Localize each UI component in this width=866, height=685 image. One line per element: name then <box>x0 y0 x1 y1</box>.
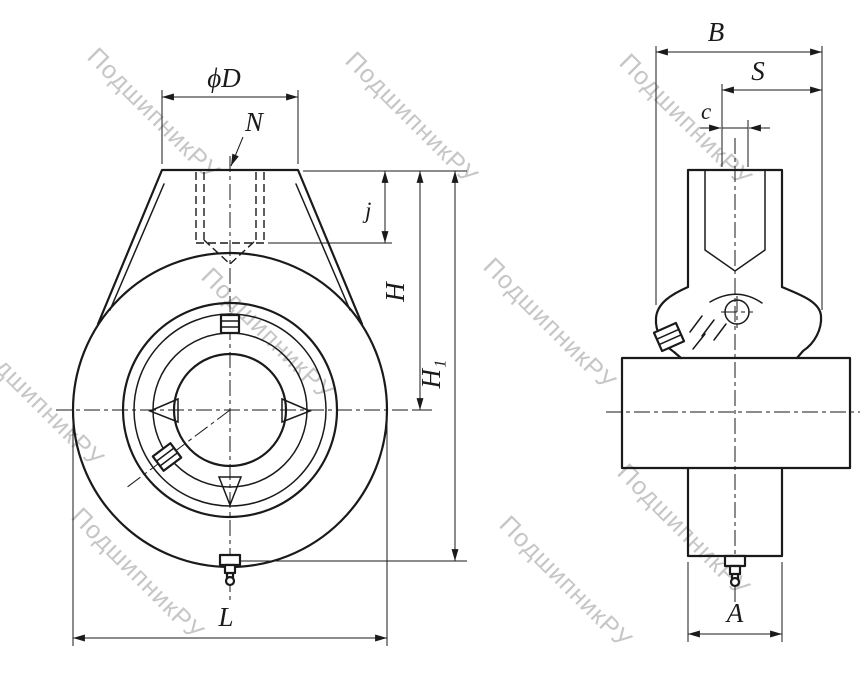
watermark-text: ПодшипникРУ <box>478 252 622 396</box>
bearing-seat-circle <box>121 301 339 519</box>
dim-label-c: c <box>701 99 711 124</box>
watermark-text: ПодшипникРУ <box>0 329 109 473</box>
grease-fitting-tip <box>729 576 741 588</box>
dim-b: B <box>656 17 822 56</box>
housing-right-profile <box>780 285 823 360</box>
dim-s: S <box>722 56 822 94</box>
dim-a: A <box>688 598 782 638</box>
side-centerlines <box>606 138 860 602</box>
set-screw-threads <box>656 328 682 346</box>
dim-n: N <box>230 107 265 167</box>
dim-label-b: B <box>708 17 725 47</box>
leader-line <box>230 136 244 167</box>
dim-label-phi-d: ϕD <box>207 63 241 93</box>
grease-fitting-front <box>218 553 242 587</box>
watermarks: ПодшипникРУ ПодшипникРУ ПодшипникРУ Подш… <box>0 42 757 654</box>
watermark-text: ПодшипникРУ <box>340 46 484 190</box>
grease-fitting-tip <box>224 575 236 587</box>
dim-label-a: A <box>725 598 744 628</box>
front-view: ϕD N j H H₁ L <box>56 63 467 646</box>
dim-phi-d: ϕD <box>162 63 298 101</box>
set-screw-threads <box>155 447 179 467</box>
dim-label-h: H <box>380 281 410 303</box>
side-view: B S c A <box>606 17 860 642</box>
front-centerlines <box>56 156 410 600</box>
set-screw-body <box>652 321 686 353</box>
hanger-inner-walls <box>109 183 351 311</box>
side-extension-lines <box>655 46 823 642</box>
dim-c: c <box>700 99 770 132</box>
shaft <box>620 356 852 470</box>
dim-label-h1: H₁ <box>416 360 446 390</box>
dim-j: j <box>362 171 389 243</box>
thread-hole-side <box>704 169 766 272</box>
watermark-text: ПодшипникРУ <box>494 510 638 654</box>
set-screw-threads <box>220 320 240 328</box>
top-boss-outline <box>686 168 784 289</box>
ball-markers <box>148 397 312 508</box>
set-screw-angled <box>151 442 183 472</box>
grease-fitting-base <box>723 554 747 568</box>
dim-label-l: L <box>217 602 233 632</box>
watermark-text: ПодшипникРУ <box>66 502 210 646</box>
ball-centerlines <box>721 296 753 328</box>
section-hatch <box>689 315 727 350</box>
set-screw-side <box>652 321 686 353</box>
hanger-outline <box>96 168 364 326</box>
set-screw-top <box>219 313 241 335</box>
race-arc <box>709 293 763 304</box>
bore-circle <box>172 352 288 468</box>
dim-h: H <box>380 171 424 410</box>
dim-h1: H₁ <box>416 171 459 561</box>
dim-label-s: S <box>751 56 765 86</box>
grease-fitting-base <box>218 553 242 567</box>
dim-label-n: N <box>244 107 265 137</box>
dim-label-j: j <box>362 198 371 223</box>
grease-fitting-side <box>723 554 747 588</box>
dim-l: L <box>73 602 387 642</box>
set-screw-body <box>219 313 241 335</box>
watermark-text: ПодшипникРУ <box>82 42 226 186</box>
